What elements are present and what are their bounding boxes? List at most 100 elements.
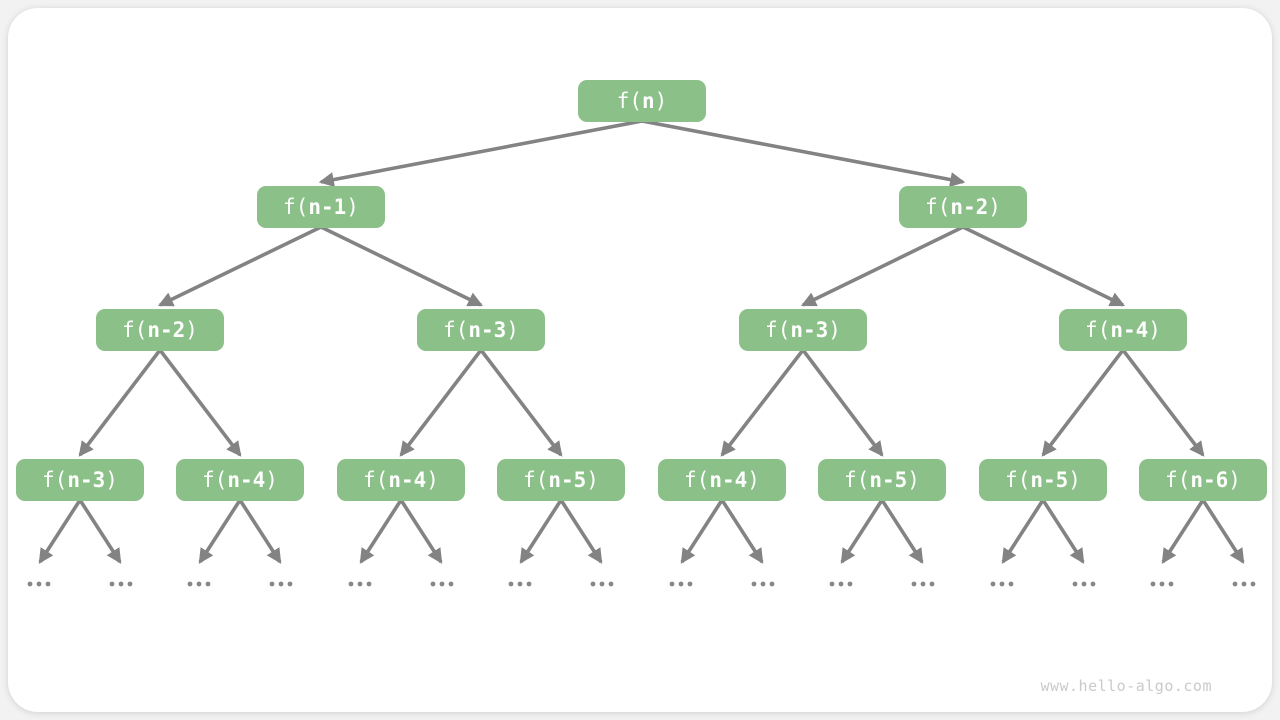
ellipsis-icon xyxy=(27,581,51,587)
edge-arrow xyxy=(962,225,1126,307)
tree-node-n: f(n-5) xyxy=(979,459,1107,501)
tree-node-i: f(n-4) xyxy=(176,459,304,501)
node-label-suffix: ) xyxy=(346,194,359,219)
node-label-suffix: ) xyxy=(506,317,519,342)
edge-arrow xyxy=(318,119,643,188)
tree-node-h: f(n-3) xyxy=(16,459,144,501)
tree-node-a: f(n) xyxy=(578,80,706,122)
tree-node-c: f(n-2) xyxy=(899,186,1027,228)
node-label-prefix: f( xyxy=(283,194,309,219)
node-label-suffix: ) xyxy=(1228,467,1241,492)
edge-arrow xyxy=(198,499,242,564)
node-label-prefix: f( xyxy=(1165,467,1191,492)
node-label-argument: n-2 xyxy=(950,194,989,219)
edge-arrow xyxy=(38,499,82,564)
edge-arrow xyxy=(519,499,563,564)
ellipsis-icon xyxy=(508,581,532,587)
edge-arrow xyxy=(720,348,805,457)
ellipsis-icon xyxy=(911,581,935,587)
edge-arrow xyxy=(880,499,924,564)
tree-node-f: f(n-3) xyxy=(739,309,867,351)
ellipsis-icon xyxy=(187,581,211,587)
node-label-argument: n-2 xyxy=(147,317,186,342)
node-label-suffix: ) xyxy=(1148,317,1161,342)
ellipsis-icon xyxy=(990,581,1014,587)
edge-arrow xyxy=(78,499,122,564)
node-label-argument: n-4 xyxy=(709,467,748,492)
edge-arrow xyxy=(559,499,603,564)
edge-arrow xyxy=(1201,499,1245,564)
node-label-prefix: f( xyxy=(122,317,148,342)
edge-arrow xyxy=(800,225,964,307)
ellipsis-icon xyxy=(669,581,693,587)
edge-arrow xyxy=(78,348,162,457)
node-label-suffix: ) xyxy=(586,467,599,492)
node-label-argument: n xyxy=(641,88,655,113)
node-label-prefix: f( xyxy=(925,194,951,219)
node-label-argument: n-4 xyxy=(227,467,266,492)
node-label-prefix: f( xyxy=(363,467,389,492)
ellipsis-icon xyxy=(590,581,614,587)
ellipsis-icon xyxy=(829,581,853,587)
edge-arrow xyxy=(479,348,563,457)
tree-node-o: f(n-6) xyxy=(1139,459,1267,501)
edge-arrow xyxy=(1121,348,1205,457)
tree-node-k: f(n-5) xyxy=(497,459,625,501)
edge-arrow xyxy=(158,348,242,457)
node-label-argument: n-5 xyxy=(869,467,908,492)
edge-arrow xyxy=(840,499,884,564)
edge-arrow xyxy=(238,499,282,564)
ellipsis-dots-layer xyxy=(27,581,1256,587)
ellipsis-icon xyxy=(751,581,775,587)
tree-node-m: f(n-5) xyxy=(818,459,946,501)
edge-arrow xyxy=(680,499,724,564)
edge-arrow xyxy=(641,119,966,188)
node-label-argument: n-4 xyxy=(388,467,427,492)
node-label-suffix: ) xyxy=(747,467,760,492)
ellipsis-icon xyxy=(1072,581,1096,587)
node-label-prefix: f( xyxy=(844,467,870,492)
tree-node-j: f(n-4) xyxy=(337,459,465,501)
edge-arrow xyxy=(1161,499,1205,564)
edge-arrow xyxy=(320,225,484,307)
node-label-argument: n-3 xyxy=(468,317,507,342)
edge-arrow xyxy=(359,499,403,564)
node-label-argument: n-3 xyxy=(790,317,829,342)
node-label-argument: n-4 xyxy=(1110,317,1149,342)
edge-arrow xyxy=(1041,348,1125,457)
node-label-argument: n-3 xyxy=(67,467,106,492)
node-label-prefix: f( xyxy=(443,317,469,342)
tree-node-g: f(n-4) xyxy=(1059,309,1187,351)
tree-node-l: f(n-4) xyxy=(658,459,786,501)
node-label-argument: n-1 xyxy=(308,194,347,219)
tree-node-b: f(n-1) xyxy=(257,186,385,228)
node-label-prefix: f( xyxy=(1005,467,1031,492)
watermark: www.hello-algo.com xyxy=(1040,677,1212,695)
edge-arrow xyxy=(399,348,483,457)
tree-node-d: f(n-2) xyxy=(96,309,224,351)
node-label-suffix: ) xyxy=(426,467,439,492)
node-label-suffix: ) xyxy=(1068,467,1081,492)
node-label-suffix: ) xyxy=(907,467,920,492)
ellipsis-icon xyxy=(109,581,133,587)
edge-arrow xyxy=(720,499,764,564)
node-label-suffix: ) xyxy=(988,194,1001,219)
node-label-prefix: f( xyxy=(616,88,642,113)
tree-node-e: f(n-3) xyxy=(417,309,545,351)
node-label-prefix: f( xyxy=(42,467,68,492)
ellipsis-icon xyxy=(348,581,372,587)
node-label-suffix: ) xyxy=(654,88,668,113)
node-label-suffix: ) xyxy=(105,467,118,492)
node-label-prefix: f( xyxy=(765,317,791,342)
ellipsis-icon xyxy=(1232,581,1256,587)
diagram-card xyxy=(8,8,1272,712)
ellipsis-icon xyxy=(269,581,293,587)
node-label-argument: n-6 xyxy=(1190,467,1229,492)
edge-arrow xyxy=(157,225,322,307)
node-label-prefix: f( xyxy=(202,467,228,492)
edge-arrow xyxy=(1041,499,1085,564)
tree-edges xyxy=(38,119,1245,564)
